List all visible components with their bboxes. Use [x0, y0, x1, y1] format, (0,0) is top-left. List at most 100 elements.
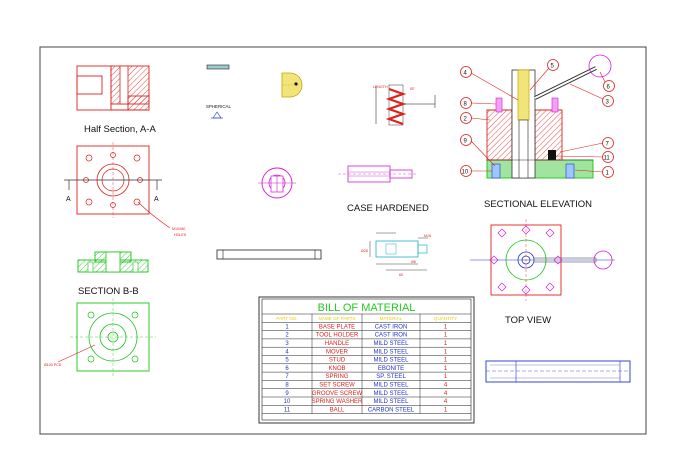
bom-cell: MOVER — [326, 349, 349, 355]
half-section-label: Half Section, A-A — [84, 124, 156, 135]
bom-cell: 1 — [444, 407, 448, 413]
ball-view — [281, 72, 303, 98]
bom-cell: CARBON STEEL — [368, 407, 415, 413]
bom-cell: 1 — [444, 366, 448, 372]
drawing-border — [39, 46, 647, 435]
balloon-9: 9 — [460, 134, 496, 167]
assembly-top-view — [470, 219, 615, 301]
bom-cell: SPRING WASHER — [312, 399, 363, 405]
bom-cell: SP. STEEL — [376, 374, 406, 380]
bill-of-material-table: BILL OF MATERIAL PART NO. NAME OF PARTS MA… — [258, 296, 475, 424]
spring-washer-view — [206, 64, 230, 70]
bom-cell: 8 — [285, 383, 289, 389]
balloon-10: 10 — [460, 165, 492, 177]
bom-cell: CAST IRON — [375, 333, 408, 339]
balloon-1: 1 — [574, 166, 614, 178]
balloon-8: 8 — [460, 97, 497, 109]
balloon-callouts: 4 5 6 3 8 2 9 10 7 11 1 — [460, 59, 615, 178]
bom-header-cell: QUANTITY — [434, 316, 457, 321]
bom-cell: SET SCREW — [319, 383, 355, 389]
bom-cell: 2 — [285, 333, 289, 339]
case-hardened-label: CASE HARDENED — [347, 203, 429, 214]
svg-text:9: 9 — [464, 139, 468, 145]
bom-cell: MILD STEEL — [373, 341, 409, 347]
bom-cell: TOOL HOLDER — [316, 333, 359, 339]
mover-view — [338, 165, 418, 183]
svg-text:3: 3 — [606, 100, 610, 106]
bom-title: BILL OF MATERIAL — [318, 302, 416, 314]
groove-screw-side-view — [485, 360, 631, 383]
bom-cell: 10 — [284, 399, 291, 405]
sectional-elevation-label: SECTIONAL ELEVATION — [484, 199, 592, 210]
svg-text:4: 4 — [464, 71, 468, 77]
bom-cell: 4 — [285, 349, 289, 355]
balloon-3: 3 — [569, 83, 614, 107]
svg-text:7: 7 — [606, 142, 610, 148]
bom-cell: 4 — [444, 399, 448, 405]
base-plate-plan-view — [57, 298, 156, 376]
bom-cell: GROOVE SCREW — [312, 391, 363, 397]
bom-header-cell: PART NO. — [276, 316, 297, 321]
handle-view: Ø28 Ø8 60 M16 — [361, 232, 431, 277]
bom-cell: MILD STEEL — [373, 358, 409, 364]
bom-cell: 1 — [444, 358, 448, 364]
tool-holder-plan-view — [64, 142, 171, 229]
bom-cell: 1 — [444, 374, 448, 380]
svg-text:1: 1 — [606, 171, 610, 177]
cut-plane-label-left: A — [66, 196, 71, 203]
bom-cell: 11 — [284, 407, 291, 413]
balloon-11: 11 — [555, 151, 614, 163]
bom-cell: 4 — [444, 391, 448, 397]
bom-cell: 1 — [285, 324, 289, 330]
bom-cell: HANDLE — [325, 341, 349, 347]
svg-text:10: 10 — [462, 170, 469, 176]
bom-cell: 1 — [444, 333, 448, 339]
holes-note-line1: M10X80 — [172, 227, 185, 231]
balloon-4: 4 — [460, 66, 519, 101]
bom-cell: 9 — [285, 391, 289, 397]
bom-cell: MILD STEEL — [373, 383, 409, 389]
balloon-7: 7 — [559, 137, 614, 153]
bom-cell: 1 — [444, 324, 448, 330]
svg-text:8: 8 — [464, 102, 468, 108]
svg-text:Ø7: Ø7 — [410, 87, 415, 91]
bom-cell: 7 — [285, 374, 289, 380]
bom-header-cell: NAME OF PARTS — [318, 316, 355, 321]
top-view-label: TOP VIEW — [505, 315, 551, 326]
bom-cell: 3 — [285, 341, 289, 347]
half-section-view — [76, 65, 150, 111]
bom-cell: 4 — [444, 383, 448, 389]
balloon-6: 6 — [599, 71, 615, 92]
svg-text:M16: M16 — [424, 234, 431, 238]
groove-screw-end-view — [258, 167, 296, 199]
svg-text:Ø28: Ø28 — [361, 249, 368, 253]
pcd-note: Ø100 PCD — [44, 363, 62, 367]
bom-cell: MILD STEEL — [373, 349, 409, 355]
bom-cell: BALL — [330, 407, 345, 413]
bom-cell: 5 — [285, 358, 289, 364]
bom-cell: EBONITE — [378, 366, 404, 372]
svg-text:2: 2 — [464, 117, 468, 123]
svg-text:6: 6 — [607, 85, 611, 91]
section-bb-label: SECTION B-B — [78, 286, 139, 297]
spherical-label: SPHERICAL — [206, 104, 231, 109]
svg-text:5: 5 — [551, 64, 555, 70]
bom-cell: MILD STEEL — [373, 399, 409, 405]
svg-text:Ø8: Ø8 — [411, 260, 416, 264]
holes-note-line2: HOLES — [174, 233, 187, 237]
bom-cell: STUD — [329, 358, 346, 364]
balloon-5: 5 — [529, 59, 559, 91]
bom-cell: BASE PLATE — [319, 324, 355, 330]
balloon-2: 2 — [460, 112, 491, 124]
svg-text:60: 60 — [399, 273, 403, 277]
bom-cell: SPRING — [325, 374, 348, 380]
cut-plane-label-right: A — [154, 196, 159, 203]
sectional-elevation-view — [486, 54, 612, 179]
svg-text:LENGTH: LENGTH — [373, 85, 388, 89]
stud-view — [216, 249, 322, 260]
bom-cell: CAST IRON — [375, 324, 408, 330]
spherical-symbol — [211, 111, 223, 119]
section-bb-view — [77, 251, 149, 273]
bom-header-cell: MATERIAL — [380, 316, 403, 321]
